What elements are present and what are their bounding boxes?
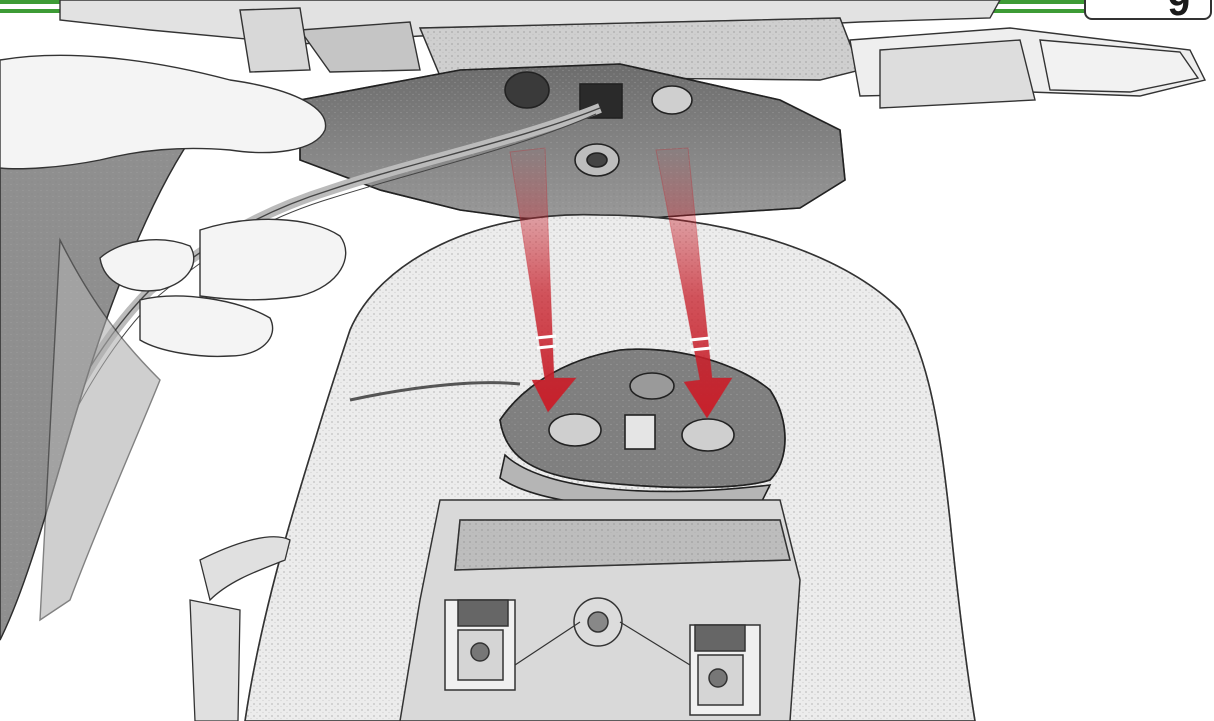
side-panel — [0, 136, 190, 640]
mounting-bracket — [300, 64, 845, 222]
license-plate-holder — [400, 500, 800, 721]
